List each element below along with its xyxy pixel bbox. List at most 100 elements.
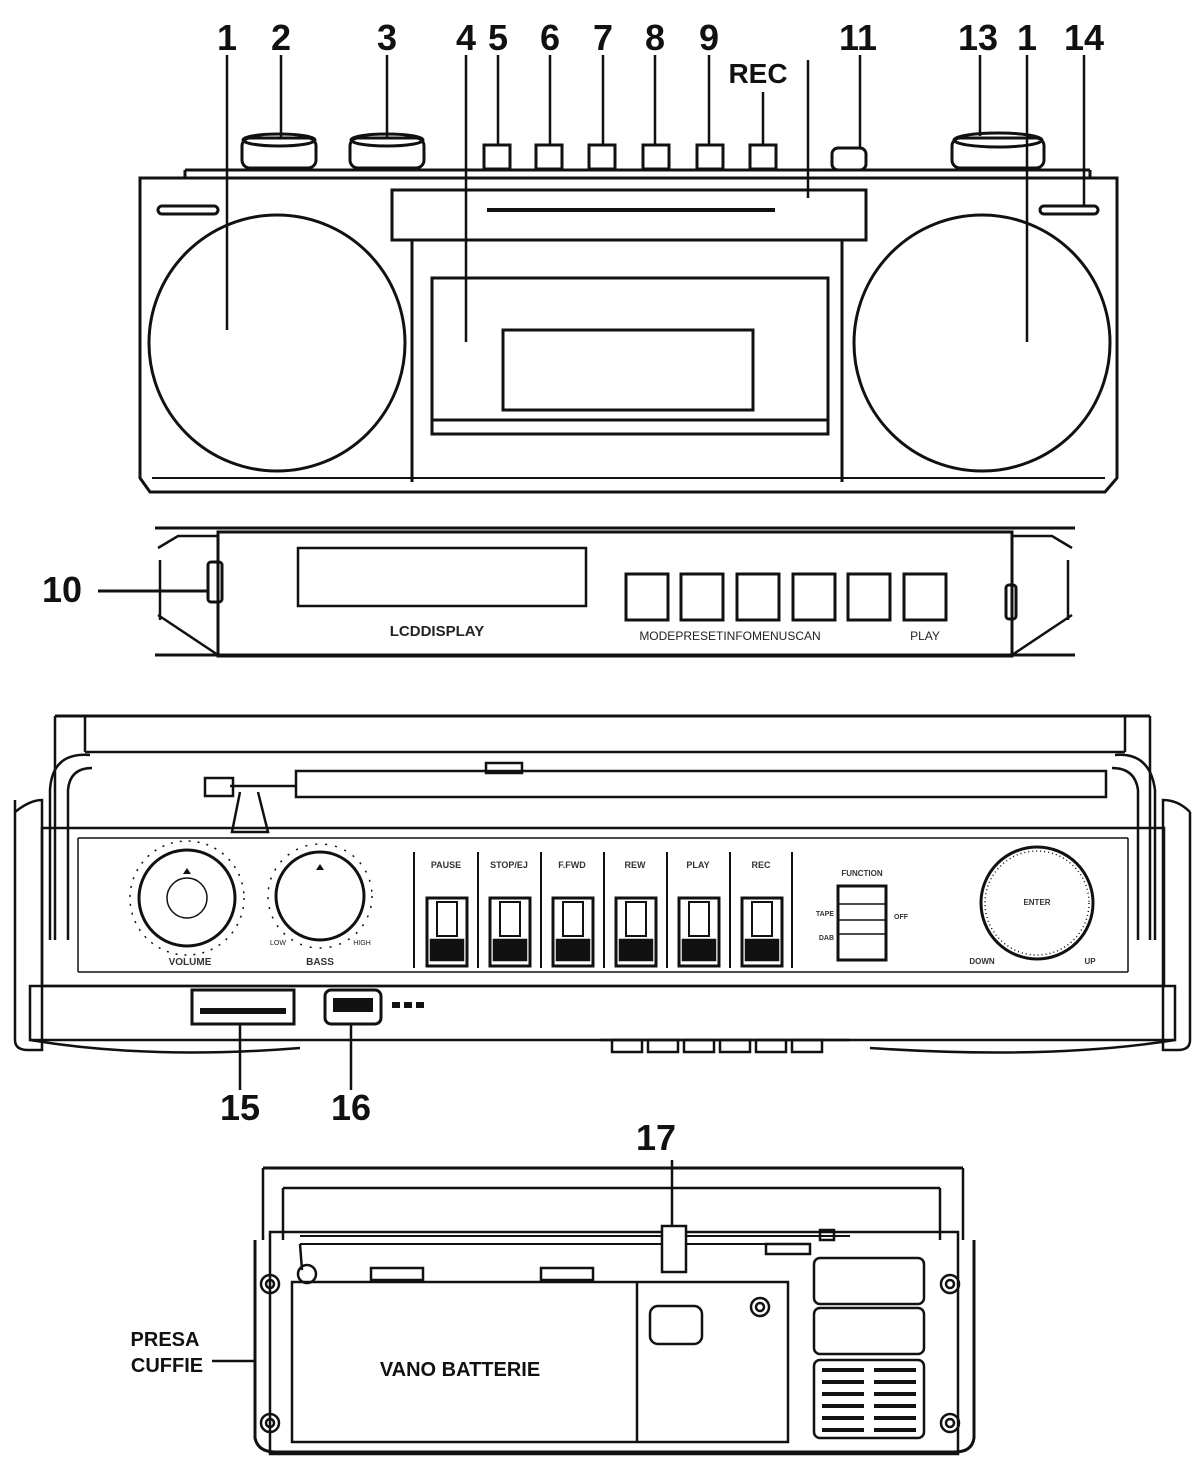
button-11 <box>830 146 868 172</box>
key-6 <box>534 143 564 171</box>
slot-14 <box>1038 204 1100 216</box>
foot-key-3 <box>682 1038 716 1054</box>
front-view <box>138 55 1119 494</box>
back-view <box>212 1160 976 1456</box>
enter-dial-knurl <box>984 850 1090 956</box>
button-info <box>735 572 781 622</box>
key-rec <box>748 143 778 171</box>
button-mode <box>624 572 670 622</box>
callout-2: 2 <box>271 17 291 58</box>
vent-grille <box>812 1358 926 1440</box>
callout-8: 8 <box>645 17 665 58</box>
function-dab-label: DAB <box>819 935 834 942</box>
callout-15: 15 <box>220 1087 260 1128</box>
speaker-left <box>147 213 407 473</box>
callout-10: 10 <box>42 569 82 610</box>
volume-knob-center <box>166 877 208 919</box>
foot-key-1 <box>610 1038 644 1054</box>
down-label: DOWN <box>969 957 995 966</box>
back-panel-middle <box>812 1306 926 1356</box>
knob-2-top <box>241 132 317 148</box>
display-panel <box>98 526 1075 658</box>
button-scan <box>846 572 892 622</box>
sd-card-slot-15 <box>190 988 296 1026</box>
callout-13: 13 <box>958 17 998 58</box>
button-menu <box>791 572 837 622</box>
callout-7: 7 <box>593 17 613 58</box>
key-9 <box>695 143 725 171</box>
back-panel-upper <box>812 1256 926 1306</box>
callout-3: 3 <box>377 17 397 58</box>
battery-clip-right <box>539 1266 595 1282</box>
headphone-jack-10 <box>206 560 224 604</box>
slot-left <box>156 204 220 216</box>
callout-6: 6 <box>540 17 560 58</box>
tape-key-label-rec: REC <box>751 860 771 870</box>
foot-key-6 <box>790 1038 824 1054</box>
callout-4: 4 <box>456 17 476 58</box>
screw-top-left <box>259 1273 281 1295</box>
tape-key-label-ffwd: F.FWD <box>558 860 586 870</box>
knob-13-top <box>952 131 1044 149</box>
bass-knob <box>274 850 366 942</box>
bass-high-label: HIGH <box>353 940 371 947</box>
screw-top-right <box>939 1273 961 1295</box>
enter-dial <box>979 845 1095 961</box>
main-body <box>138 176 1119 494</box>
speaker-right <box>852 213 1112 473</box>
antenna-holder <box>660 1224 688 1274</box>
battery-latch-17 <box>648 1304 704 1346</box>
screw-bottom-right <box>939 1412 961 1434</box>
callout-5: 5 <box>488 17 508 58</box>
callout-1-right: 1 <box>1017 17 1037 58</box>
side-jack-right <box>1004 583 1018 621</box>
tape-key-label-stop-eject: STOP/EJ <box>490 860 528 870</box>
headphone-label-line1: PRESA <box>131 1329 200 1351</box>
volume-label: VOLUME <box>169 957 212 968</box>
callout-1-left: 1 <box>217 17 237 58</box>
tape-key-rew <box>614 896 658 968</box>
bass-label: BASS <box>306 957 334 968</box>
antenna-clip <box>484 761 524 775</box>
callout-rec: REC <box>728 58 787 89</box>
foot-key-2 <box>646 1038 680 1054</box>
button-preset <box>679 572 725 622</box>
knob-13 <box>950 136 1046 170</box>
antenna <box>294 769 1108 799</box>
key-8 <box>641 143 671 171</box>
lcd-label: LCDDISPLAY <box>390 623 484 640</box>
bass-low-label: LOW <box>270 940 286 947</box>
callout-16: 16 <box>331 1087 371 1128</box>
tape-key-pause <box>425 896 469 968</box>
cassette-door-4 <box>430 276 830 436</box>
screw-bottom-left <box>259 1412 281 1434</box>
back-body <box>268 1230 960 1456</box>
enter-label: ENTER <box>1023 898 1050 907</box>
tape-key-rec <box>740 896 784 968</box>
lcd-display <box>296 546 588 608</box>
foot-key-5 <box>754 1038 788 1054</box>
battery-clip-left <box>369 1266 425 1282</box>
button-play <box>902 572 948 622</box>
key-7 <box>587 143 617 171</box>
headphone-label-line2: CUFFIE <box>131 1355 203 1377</box>
bass-scale <box>267 843 373 949</box>
top-slot-panel <box>390 188 868 242</box>
control-panel-view <box>13 714 1192 1090</box>
tape-key-label-play: PLAY <box>686 860 709 870</box>
function-switch <box>836 884 888 962</box>
battery-label: VANO BATTERIE <box>380 1359 540 1381</box>
tape-key-label-rew: REW <box>625 860 647 870</box>
callout-17: 17 <box>636 1117 676 1158</box>
tape-key-stop-eject <box>488 896 532 968</box>
callout-14: 14 <box>1064 17 1104 58</box>
play-label: PLAY <box>910 629 940 643</box>
key-5 <box>482 143 512 171</box>
callout-9: 9 <box>699 17 719 58</box>
callout-11: 11 <box>839 17 877 58</box>
usb-port-16 <box>323 988 383 1026</box>
cassette-window <box>501 328 755 412</box>
screw-battery <box>749 1296 771 1318</box>
